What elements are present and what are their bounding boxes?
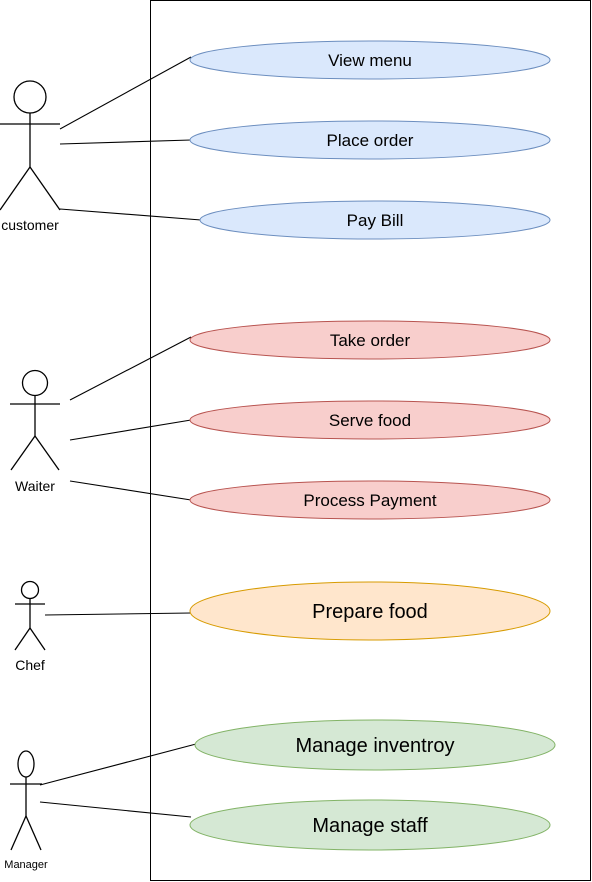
use-case-prepare-food[interactable]: Prepare food (189, 581, 551, 641)
use-case-label: Serve food (329, 411, 411, 430)
use-case-manage-inventory[interactable]: Manage inventroy (194, 719, 556, 771)
actor-waiter[interactable]: Waiter (10, 369, 60, 495)
use-case-label: View menu (328, 51, 412, 70)
use-case-ellipse (190, 800, 550, 850)
use-case-process-payment[interactable]: Process Payment (189, 480, 551, 520)
use-case-pay-bill[interactable]: Pay Bill (199, 200, 551, 240)
use-case-label: Pay Bill (347, 211, 404, 230)
actor-label: Waiter (15, 478, 55, 494)
stick-figure-icon (10, 369, 60, 471)
assoc-customer-place-order (59, 139, 192, 145)
use-case-take-order[interactable]: Take order (189, 320, 551, 360)
use-case-manage-staff[interactable]: Manage staff (189, 799, 551, 851)
associations (39, 56, 202, 818)
stick-figure-icon (0, 80, 61, 211)
use-case-label: Manage inventroy (296, 735, 455, 757)
use-case-place-order[interactable]: Place order (189, 120, 551, 160)
assoc-manager-manage-staff (39, 801, 192, 818)
assoc-waiter-take-order (69, 336, 192, 401)
use-case-ellipse (190, 41, 550, 79)
actor-label: customer (1, 217, 59, 233)
use-case-label: Take order (330, 331, 411, 350)
use-case-ellipse (190, 481, 550, 519)
use-case-ellipse (190, 121, 550, 159)
use-case-ellipse (195, 720, 555, 770)
assoc-waiter-process-payment (69, 480, 192, 501)
use-case-ellipse (190, 401, 550, 439)
use-case-serve-food[interactable]: Serve food (189, 400, 551, 440)
actor-customer[interactable]: customer (0, 80, 61, 233)
use-case-label: Process Payment (303, 491, 436, 510)
actor-label: Manager (4, 859, 48, 871)
actor-label: Chef (15, 657, 45, 673)
use-case-ellipse (190, 582, 550, 640)
assoc-manager-manage-inventory (39, 743, 197, 786)
actor-chef[interactable]: Chef (14, 580, 46, 674)
use-case-view-menu[interactable]: View menu (189, 40, 551, 80)
assoc-customer-pay-bill (59, 208, 202, 221)
assoc-chef-prepare-food (44, 612, 192, 616)
use-case-ellipse (200, 201, 550, 239)
stick-figure-icon (14, 580, 46, 651)
actor-manager[interactable]: Manager (4, 750, 48, 871)
assoc-waiter-serve-food (69, 419, 192, 441)
use-case-label: Manage staff (312, 815, 428, 837)
use-case-label: Prepare food (312, 601, 428, 623)
stick-figure-icon (10, 750, 42, 851)
use-case-label: Place order (327, 131, 414, 150)
assoc-customer-view-menu (59, 56, 192, 130)
use-case-ellipse (190, 321, 550, 359)
